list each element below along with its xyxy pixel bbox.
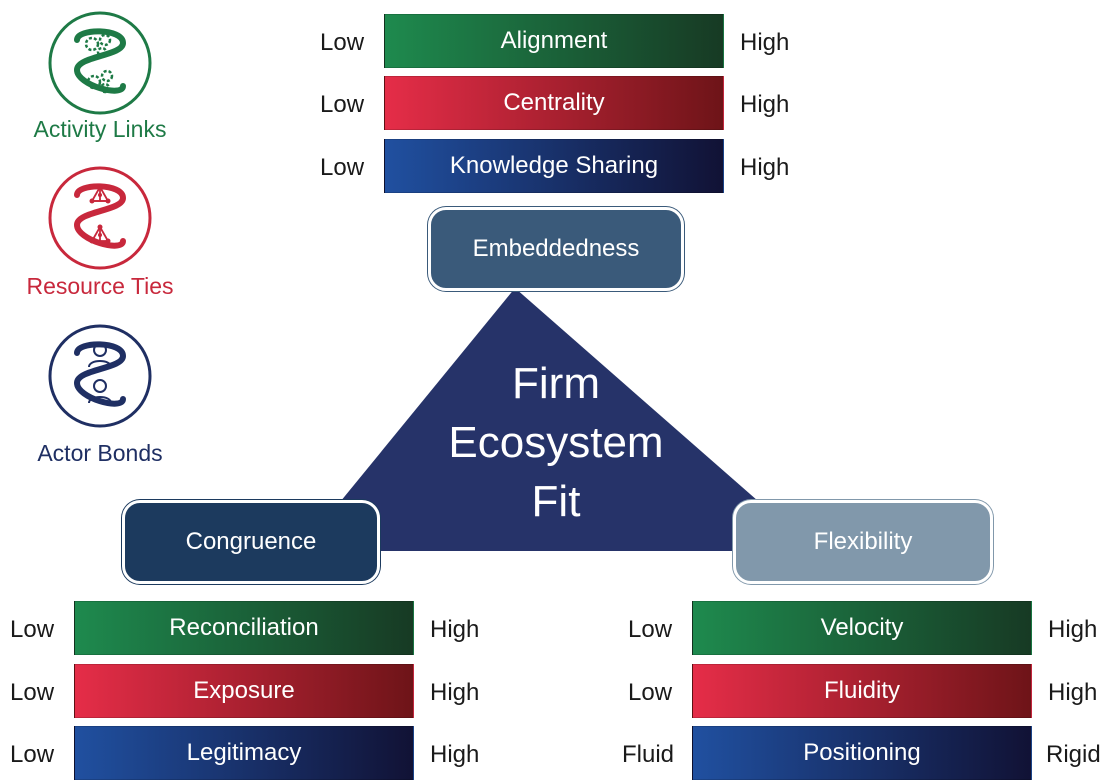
- activity-links-label: Activity Links: [33, 116, 167, 142]
- alignment-bar: Alignment: [384, 14, 724, 68]
- triangle-title-line3: Fit: [531, 477, 581, 526]
- centrality-bar: Centrality: [384, 76, 724, 130]
- scale-high-label: High: [740, 154, 790, 181]
- reconciliation-bar: Reconciliation: [74, 601, 414, 655]
- actor-bonds-icon: [48, 324, 152, 428]
- scale-low-label: Low: [320, 154, 365, 181]
- triangle-title-line1: Firm: [512, 359, 600, 408]
- embeddedness-node: Embeddedness: [428, 207, 684, 291]
- knowledge-sharing-bar: Knowledge Sharing: [384, 139, 724, 193]
- flexibility-node: Flexibility: [733, 500, 993, 584]
- scale-fluid-label: Fluid: [622, 741, 675, 768]
- scale-high-label: High: [740, 29, 790, 56]
- triangle-title-line2: Ecosystem: [448, 418, 664, 467]
- scale-high-label: High: [430, 616, 480, 643]
- scale-high-label: High: [1048, 679, 1098, 706]
- positioning-bar: Positioning: [692, 726, 1032, 780]
- scale-low-label: Low: [628, 616, 673, 643]
- scale-high-label: High: [740, 91, 790, 118]
- scale-low-label: Low: [10, 679, 55, 706]
- scale-high-label: High: [430, 741, 480, 768]
- fluidity-bar: Fluidity: [692, 664, 1032, 718]
- congruence-node: Congruence: [122, 500, 380, 584]
- scale-high-label: High: [430, 679, 480, 706]
- scale-low-label: Low: [320, 29, 365, 56]
- actor-bonds-label: Actor Bonds: [37, 440, 163, 466]
- velocity-bar: Velocity: [692, 601, 1032, 655]
- resource-ties-icon: [48, 166, 152, 270]
- scale-low-label: Low: [10, 741, 55, 768]
- scale-low-label: Low: [320, 91, 365, 118]
- activity-links-icon: [48, 11, 152, 115]
- scale-high-label: High: [1048, 616, 1098, 643]
- scale-rigid-label: Rigid: [1046, 741, 1101, 768]
- resource-ties-label: Resource Ties: [26, 273, 174, 299]
- exposure-bar: Exposure: [74, 664, 414, 718]
- scale-low-label: Low: [628, 679, 673, 706]
- legitimacy-bar: Legitimacy: [74, 726, 414, 780]
- scale-low-label: Low: [10, 616, 55, 643]
